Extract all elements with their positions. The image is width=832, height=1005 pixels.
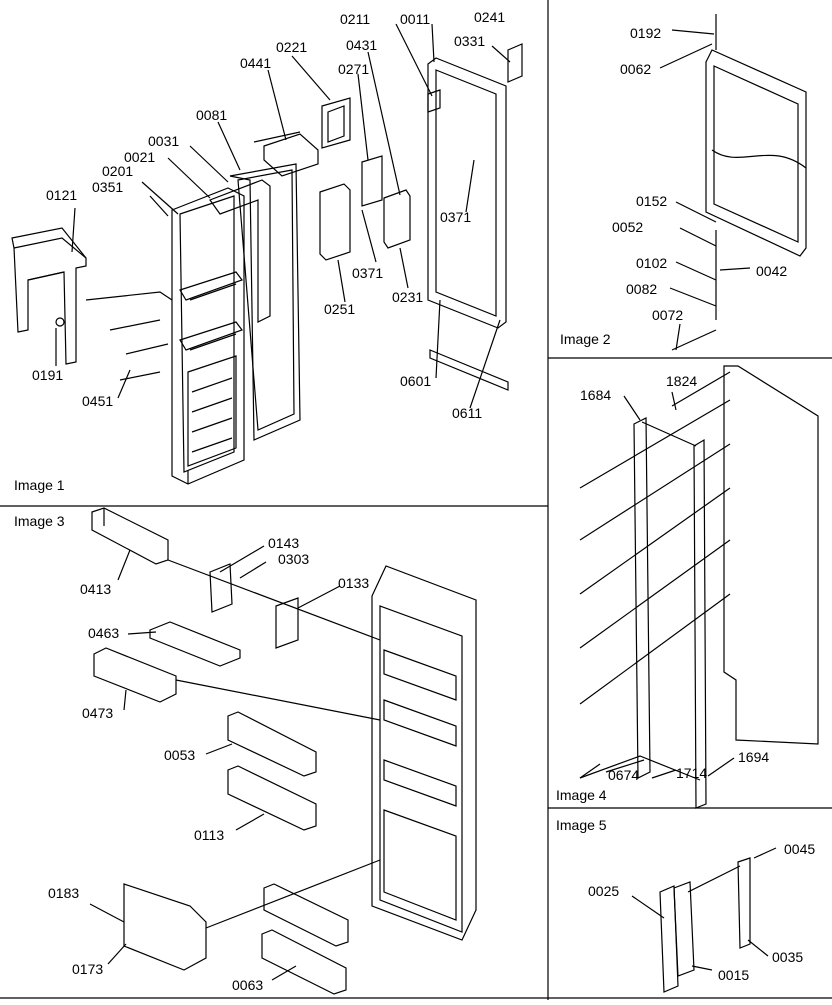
callout-image2-1: 0062 xyxy=(620,61,651,77)
callout-image3-5: 0473 xyxy=(82,705,113,721)
callout-image3-0: 0143 xyxy=(268,535,299,551)
callout-image1-14: 0371 xyxy=(440,209,471,225)
callout-image1-6: 0441 xyxy=(240,55,271,71)
callout-image1-21: 0611 xyxy=(452,405,482,421)
image5-drawing xyxy=(631,847,777,993)
callout-image3-1: 0303 xyxy=(278,551,309,567)
image1-drawing xyxy=(11,23,523,485)
caption-image2: Image 2 xyxy=(560,331,611,347)
callout-image4-2: 1694 xyxy=(738,749,769,765)
callout-image5-3: 0015 xyxy=(718,967,749,983)
callout-image2-6: 0082 xyxy=(626,281,657,297)
callout-image1-17: 0231 xyxy=(392,289,423,305)
callout-image1-2: 0241 xyxy=(474,9,505,25)
callout-image5-0: 0045 xyxy=(784,841,815,857)
callout-labels: 0211 0011 0241 0331 0221 0431 0441 0271 0081 0031… xyxy=(32,9,815,993)
callout-image2-4: 0102 xyxy=(636,255,667,271)
callout-image2-3: 0052 xyxy=(612,219,643,235)
callout-image4-0: 1824 xyxy=(666,373,697,389)
callout-image1-13: 0121 xyxy=(46,187,77,203)
caption-image3: Image 3 xyxy=(14,513,65,529)
callout-image1-19: 0451 xyxy=(82,393,113,409)
callout-image3-8: 0183 xyxy=(48,885,79,901)
callout-image1-12: 0351 xyxy=(92,179,123,195)
callout-image3-10: 0063 xyxy=(232,977,263,993)
image3-drawing xyxy=(89,507,477,995)
callout-image3-6: 0053 xyxy=(164,747,195,763)
callout-image4-4: 1714 xyxy=(676,765,707,781)
callout-image1-5: 0431 xyxy=(346,37,377,53)
callout-image2-5: 0042 xyxy=(756,263,787,279)
callout-image1-10: 0021 xyxy=(124,149,155,165)
callout-image3-2: 0413 xyxy=(80,581,111,597)
callout-image1-15: 0371 xyxy=(352,265,383,281)
callout-image3-3: 0133 xyxy=(338,575,369,591)
callout-image1-0: 0211 xyxy=(340,11,370,27)
callout-image1-9: 0031 xyxy=(148,133,179,149)
callout-image2-0: 0192 xyxy=(630,25,661,41)
callout-image1-8: 0081 xyxy=(196,107,227,123)
caption-image5: Image 5 xyxy=(556,817,607,833)
callout-image3-4: 0463 xyxy=(88,625,119,641)
callout-image4-1: 1684 xyxy=(580,387,611,403)
callout-image3-9: 0173 xyxy=(72,961,103,977)
callout-image4-3: 0674 xyxy=(608,767,639,783)
callout-image2-2: 0152 xyxy=(636,193,667,209)
callout-image5-2: 0035 xyxy=(772,949,803,965)
callout-image1-18: 0191 xyxy=(32,367,63,383)
callout-image1-7: 0271 xyxy=(338,61,369,77)
callout-image1-1: 0011 xyxy=(400,11,430,27)
callout-image1-16: 0251 xyxy=(324,301,355,317)
caption-image1: Image 1 xyxy=(14,477,65,493)
image4-drawing xyxy=(579,365,819,809)
callout-image1-11: 0201 xyxy=(102,163,133,179)
callout-image3-7: 0113 xyxy=(194,827,224,843)
callout-image1-3: 0331 xyxy=(454,33,485,49)
image2-drawing xyxy=(659,14,807,351)
callout-image5-1: 0025 xyxy=(588,883,619,899)
caption-image4: Image 4 xyxy=(556,787,607,803)
panel-captions: Image 1 Image 2 Image 3 Image 4 Image 5 xyxy=(14,331,611,833)
callout-image1-20: 0601 xyxy=(400,373,431,389)
callout-image1-4: 0221 xyxy=(276,39,307,55)
callout-image2-7: 0072 xyxy=(652,307,683,323)
